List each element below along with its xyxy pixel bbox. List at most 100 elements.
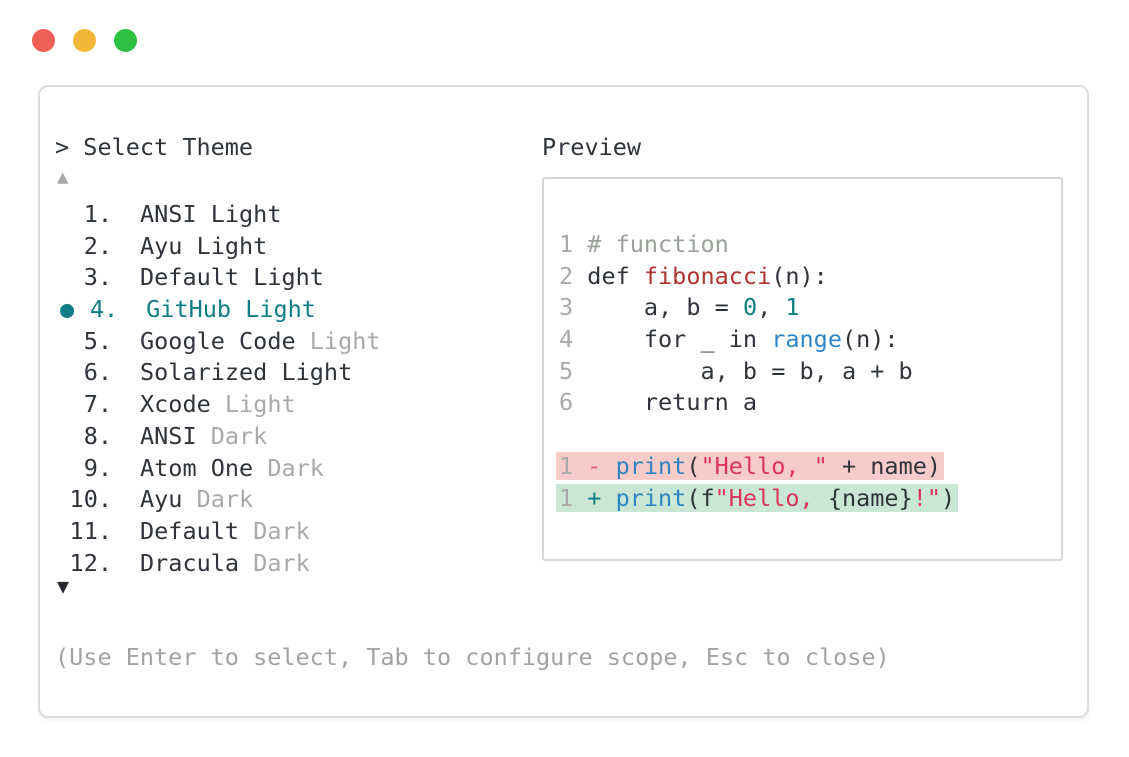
code-token-bl: print xyxy=(615,483,687,512)
theme-name-label: Xcode Light xyxy=(140,390,296,419)
theme-number: 5. xyxy=(83,326,112,355)
theme-name-label: ANSI Light xyxy=(140,200,282,228)
code-token-st: !" xyxy=(912,483,942,512)
code-line: 2 def fibonacci(n): xyxy=(559,261,958,293)
theme-name-label: GitHub Light xyxy=(146,295,316,324)
theme-number: 10. xyxy=(69,485,112,514)
theme-list-item[interactable]: 7. Xcode Light xyxy=(55,389,381,421)
code-token-tx: {name} xyxy=(827,483,913,512)
selected-bullet-icon xyxy=(55,484,68,516)
selected-bullet-icon xyxy=(55,516,68,548)
theme-number: 1. xyxy=(83,200,112,228)
theme-number: 3. xyxy=(83,263,112,292)
code-line: 3 a, b = 0, 1 xyxy=(559,292,958,324)
selected-bullet-icon xyxy=(55,262,68,294)
theme-list-item[interactable]: 10. Ayu Dark xyxy=(55,484,381,516)
theme-list-item[interactable]: 8. ANSI Dark xyxy=(55,421,381,453)
theme-number: 9. xyxy=(83,453,112,482)
theme-search-prompt[interactable]: > Select Theme xyxy=(55,133,254,161)
code-token-fn: fibonacci xyxy=(643,261,772,290)
code-token-ln: 1 xyxy=(559,230,588,258)
theme-number: 11. xyxy=(69,516,112,545)
code-token-ln: 2 xyxy=(559,261,588,290)
code-token-mi: - xyxy=(587,451,616,480)
code-token-tx: (n): xyxy=(841,325,899,354)
theme-list-item[interactable]: 3. Default Light xyxy=(55,262,381,294)
selected-bullet-icon xyxy=(55,231,68,263)
theme-list-item-selected[interactable]: ● 4. GitHub Light xyxy=(55,294,381,326)
help-text: (Use Enter to select, Tab to configure s… xyxy=(55,643,890,671)
code-token-nu: 1 xyxy=(785,293,800,322)
theme-list: 1. ANSI Light 2. Ayu Light 3. Default Light ● 4… xyxy=(55,199,381,579)
code-line: 6 return a xyxy=(559,387,958,419)
code-token-tx: (n): xyxy=(771,261,828,290)
theme-number: 7. xyxy=(83,390,112,419)
code-token-cm: # function xyxy=(587,230,729,258)
theme-list-item[interactable]: 9. Atom One Dark xyxy=(55,453,381,485)
code-token-ln: 6 xyxy=(559,388,588,417)
preview-heading: Preview xyxy=(542,133,642,161)
code-token-bl: print xyxy=(615,451,687,480)
theme-name-label: Dracula Dark xyxy=(140,548,310,577)
scroll-down-indicator[interactable]: ▼ xyxy=(57,574,70,598)
theme-list-item[interactable]: 1. ANSI Light xyxy=(55,199,381,231)
code-token-tx: for _ in xyxy=(587,325,772,354)
code-token-ln: 3 xyxy=(559,293,588,322)
code-token-ln: 4 xyxy=(559,325,588,354)
code-token-tx: a, b = b, a + b xyxy=(587,356,913,385)
theme-number: 6. xyxy=(83,358,112,387)
theme-number: 4. xyxy=(89,295,119,324)
code-token-tx: , xyxy=(757,293,786,322)
code-line: 5 a, b = b, a + b xyxy=(559,356,958,388)
theme-name-label: Default Dark xyxy=(140,516,310,545)
theme-list-item[interactable]: 5.Google Code Light xyxy=(55,326,381,358)
code-token-ln: 5 xyxy=(559,356,588,385)
selected-bullet-icon xyxy=(55,453,68,485)
code-line: 4 for _ in range(n): xyxy=(559,324,958,356)
code-token-nu: 0 xyxy=(742,293,758,322)
minimize-button[interactable] xyxy=(73,29,96,52)
theme-name-label: Ayu Dark xyxy=(140,485,254,514)
code-token-st: "Hello, " xyxy=(700,451,828,480)
theme-number: 12. xyxy=(69,548,112,577)
code-token-tx: + name) xyxy=(827,451,942,480)
code-line xyxy=(559,419,958,451)
code-token-pl: + xyxy=(587,483,616,512)
close-button[interactable] xyxy=(32,29,55,52)
theme-list-item[interactable]: 12. Dracula Dark xyxy=(55,548,381,580)
selected-bullet-icon xyxy=(55,326,68,358)
code-line: 1 # function xyxy=(559,229,958,261)
theme-list-item[interactable]: 2. Ayu Light xyxy=(55,231,381,263)
theme-name-label: Default Light xyxy=(140,263,324,292)
code-token-st: "Hello, xyxy=(714,483,828,512)
code-token-ln: 1 xyxy=(559,451,588,480)
code-token-tx: return a xyxy=(587,388,758,417)
theme-name-label: Atom One Dark xyxy=(140,453,324,482)
theme-name-label: Ayu Light xyxy=(140,231,268,260)
scroll-up-indicator[interactable]: ▲ xyxy=(57,166,69,188)
theme-name-label: ANSI Dark xyxy=(140,421,268,450)
selected-bullet-icon xyxy=(55,389,68,421)
theme-number: 8. xyxy=(83,421,112,450)
selected-bullet-icon xyxy=(55,199,68,231)
code-token-tx: ) xyxy=(941,483,956,512)
code-token-tx: ( xyxy=(686,451,701,480)
theme-list-item[interactable]: 6. Solarized Light xyxy=(55,357,381,389)
code-token-tx: (f xyxy=(686,483,715,512)
code-token-tx: a, b = xyxy=(587,293,743,322)
diff-removed-line: 1 - print("Hello, " + name) xyxy=(556,451,958,483)
zoom-button[interactable] xyxy=(114,29,137,52)
selected-bullet-icon xyxy=(55,357,68,389)
theme-selector-window: > Select Theme ▲ 1. ANSI Light 2. Ayu Light… xyxy=(38,85,1089,718)
code-token-ln: 1 xyxy=(559,483,588,512)
selected-bullet-icon xyxy=(55,421,68,453)
code-token-bl: range xyxy=(771,325,842,354)
code-token-tx: def xyxy=(587,261,644,290)
selected-bullet-icon: ● xyxy=(60,295,75,324)
theme-list-item[interactable]: 11. Default Dark xyxy=(55,516,381,548)
theme-number: 2. xyxy=(83,231,112,260)
theme-name-label: Solarized Light xyxy=(140,358,353,387)
diff-added-line: 1 + print(f"Hello, {name}!") xyxy=(556,483,959,515)
